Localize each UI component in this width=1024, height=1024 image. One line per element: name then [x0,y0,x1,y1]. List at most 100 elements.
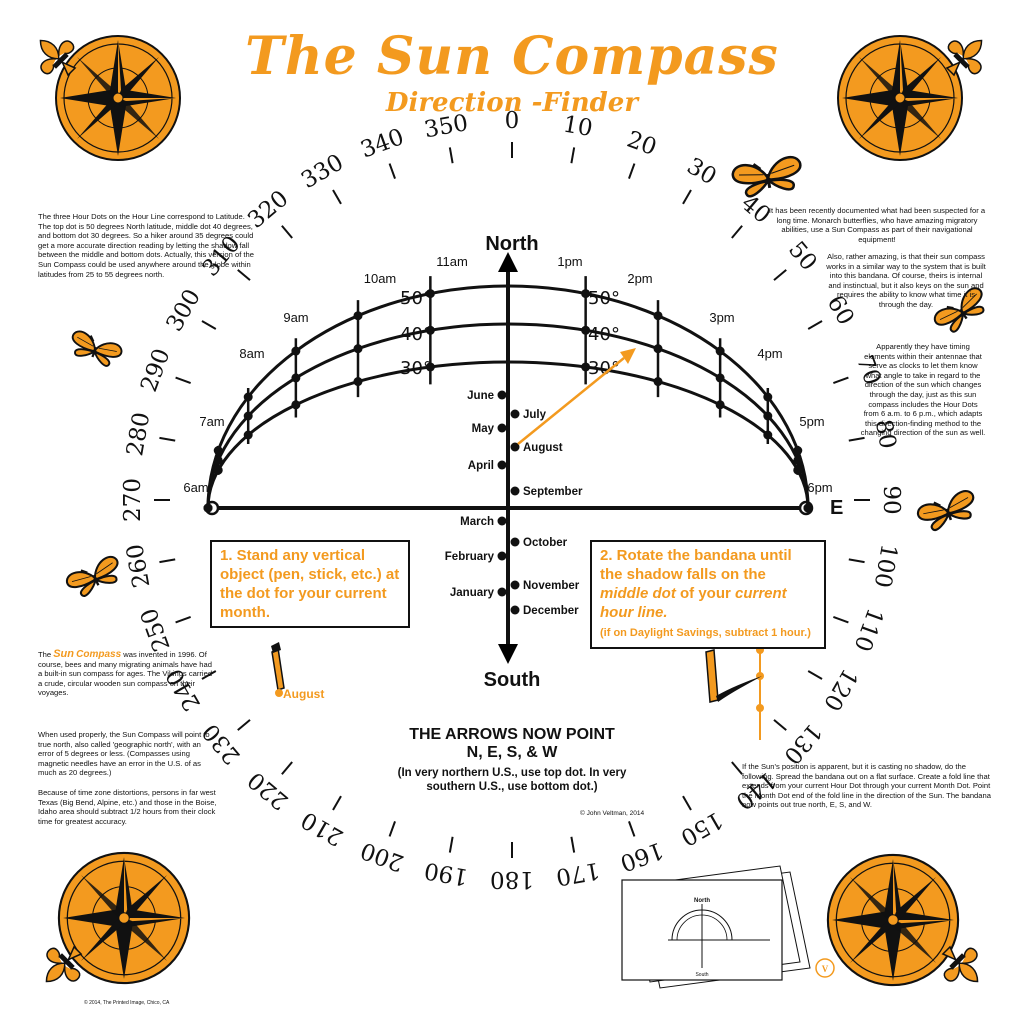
month-label: December [523,605,579,617]
hour-label: 5pm [799,414,824,429]
bearing-label: 270 [120,478,146,522]
bearing-tick [201,670,217,680]
bearing-tick [281,225,293,239]
hour-dot [291,400,301,410]
bearing-tick [332,189,342,205]
note-time-zones: Because of time zone distortions, person… [38,788,217,826]
hour-dot [715,373,725,383]
hour-dot [581,325,591,335]
hour-dot [803,503,813,513]
bearing-label: 200 [357,836,407,875]
latitude-arc [206,284,810,509]
compass-rose-bottom-right [826,853,960,987]
hour-dot [793,455,803,465]
bearing-label: 180 [490,866,534,892]
month-dot [497,587,507,597]
hour-label: 8am [239,346,264,361]
bearing-tick [175,616,191,624]
bearing-label: 0 [505,108,520,134]
bearing-tick [807,670,823,680]
example-shadow-arrow [517,357,625,445]
bearing-tick [848,558,865,564]
copyright-center: © John Veltman, 2014 [580,810,645,817]
hour-dot [353,377,363,387]
bearing-tick [807,320,823,330]
bearing-label: 80 [870,418,901,451]
hour-dot [793,446,803,456]
hour-label: 7am [199,414,224,429]
hour-dot [715,400,725,410]
hour-dot [425,289,435,299]
bearing-label: 30 [682,153,720,190]
hour-dot [581,289,591,299]
south-arrowhead [498,644,518,664]
hour-dot [425,325,435,335]
bearing-tick [332,795,342,811]
hour-label: 6pm [807,480,832,495]
bearing-label: 300 [162,285,206,336]
month-label: September [523,486,583,498]
month-dot [510,605,520,615]
bearing-tick [628,163,636,179]
bearing-label: 290 [136,345,175,395]
month-label: July [523,409,547,421]
bearing-tick [237,269,251,281]
hour-dot [763,411,773,421]
bearing-label: 120 [818,664,862,715]
hour-dot [213,446,223,456]
step-1-text: 1. Stand any vertical object (pen, stick… [220,547,400,621]
bearing-label: 150 [676,806,727,850]
bearing-tick [281,761,293,775]
north-label: North [485,233,538,255]
month-label: August [523,442,563,454]
bearing-tick [731,225,743,239]
bearing-tick [388,163,396,179]
bearing-tick [175,376,191,384]
hour-label: 11am [436,254,468,269]
copyright-corner: © 2014, The Printed Image, Chico, CA [84,1000,170,1006]
hour-dot [243,430,253,440]
note-accuracy: When used properly, the Sun Compass will… [38,730,210,778]
butterfly-icon [63,553,127,602]
bearing-tick [448,147,454,164]
bearing-label: 10 [561,111,594,142]
month-dot [497,390,507,400]
bearing-label: 220 [243,766,293,814]
butterfly-icon [729,153,806,201]
latitude-label: 50° [588,288,620,309]
note-monarch-2: Also, rather amazing, is that their sun … [826,252,986,309]
folded-bandana-illustration: North South V [621,865,835,989]
hour-dot [243,392,253,402]
step-2-emph-a: middle dot [600,585,676,602]
north-arrowhead [498,252,518,272]
hour-label: 1pm [557,254,582,269]
bearing-tick [628,821,636,837]
latitude-label: 30° [400,358,432,379]
note-history: The Sun Compass was invented in 1996. Of… [38,648,213,698]
month-dot [497,460,507,470]
bearing-tick [570,147,576,164]
bearing-tick [159,436,176,442]
hour-label: 4pm [757,346,782,361]
bearing-label: 190 [422,857,470,890]
bearing-tick [159,558,176,564]
hour-label: 10am [364,271,397,286]
note-monarch-1: It has been recently documented what had… [768,206,986,244]
bearing-label: 170 [554,857,602,890]
hour-label: 2pm [627,271,652,286]
hour-label: 3pm [709,310,734,325]
hour-dot [213,455,223,465]
hour-dot [425,362,435,372]
bearing-tick [682,189,692,205]
hour-dot [763,392,773,402]
hour-dot [353,311,363,321]
south-label: South [484,669,541,691]
month-label: February [445,551,495,563]
bearing-tick [237,719,251,731]
bearing-tick [682,795,692,811]
month-label: March [460,516,494,528]
bearing-label: 280 [122,410,155,458]
bearing-tick [773,719,787,731]
hour-dot [353,344,363,354]
